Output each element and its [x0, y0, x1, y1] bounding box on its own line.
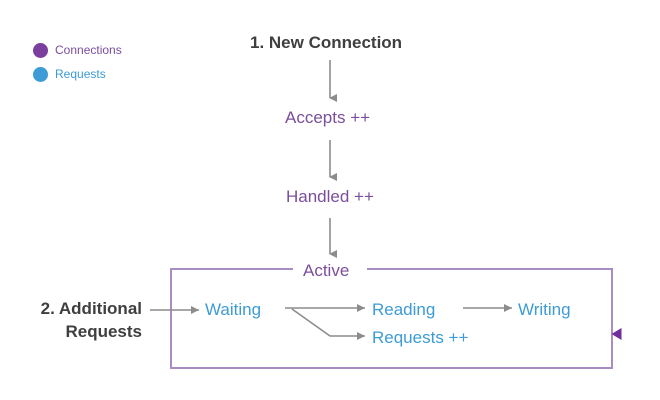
step-2-additional-requests-label: 2. Additional Requests [32, 298, 142, 344]
legend-item-connections: Connections [33, 38, 122, 62]
node-active: Active [303, 261, 350, 280]
edge-waiting-to-requests [291, 308, 365, 340]
legend-item-requests: Requests [33, 62, 122, 86]
circle-icon-requests [33, 66, 48, 82]
node-waiting: Waiting [205, 300, 262, 319]
node-reading: Reading [372, 300, 436, 319]
node-writing: Writing [518, 300, 571, 319]
step-2-line-1: 2. Additional [40, 299, 142, 318]
step-1-new-connection-label: 1. New Connection [250, 33, 403, 52]
legend: Connections Requests [33, 38, 122, 86]
circle-icon-connections [33, 42, 48, 58]
node-requests: Requests ++ [372, 328, 469, 347]
node-accepts: Accepts ++ [285, 108, 371, 127]
legend-label-connections: Connections [55, 43, 122, 57]
step-2-line-2: Requests [65, 321, 142, 341]
legend-label-requests: Requests [55, 67, 106, 81]
node-handled: Handled ++ [286, 187, 374, 206]
